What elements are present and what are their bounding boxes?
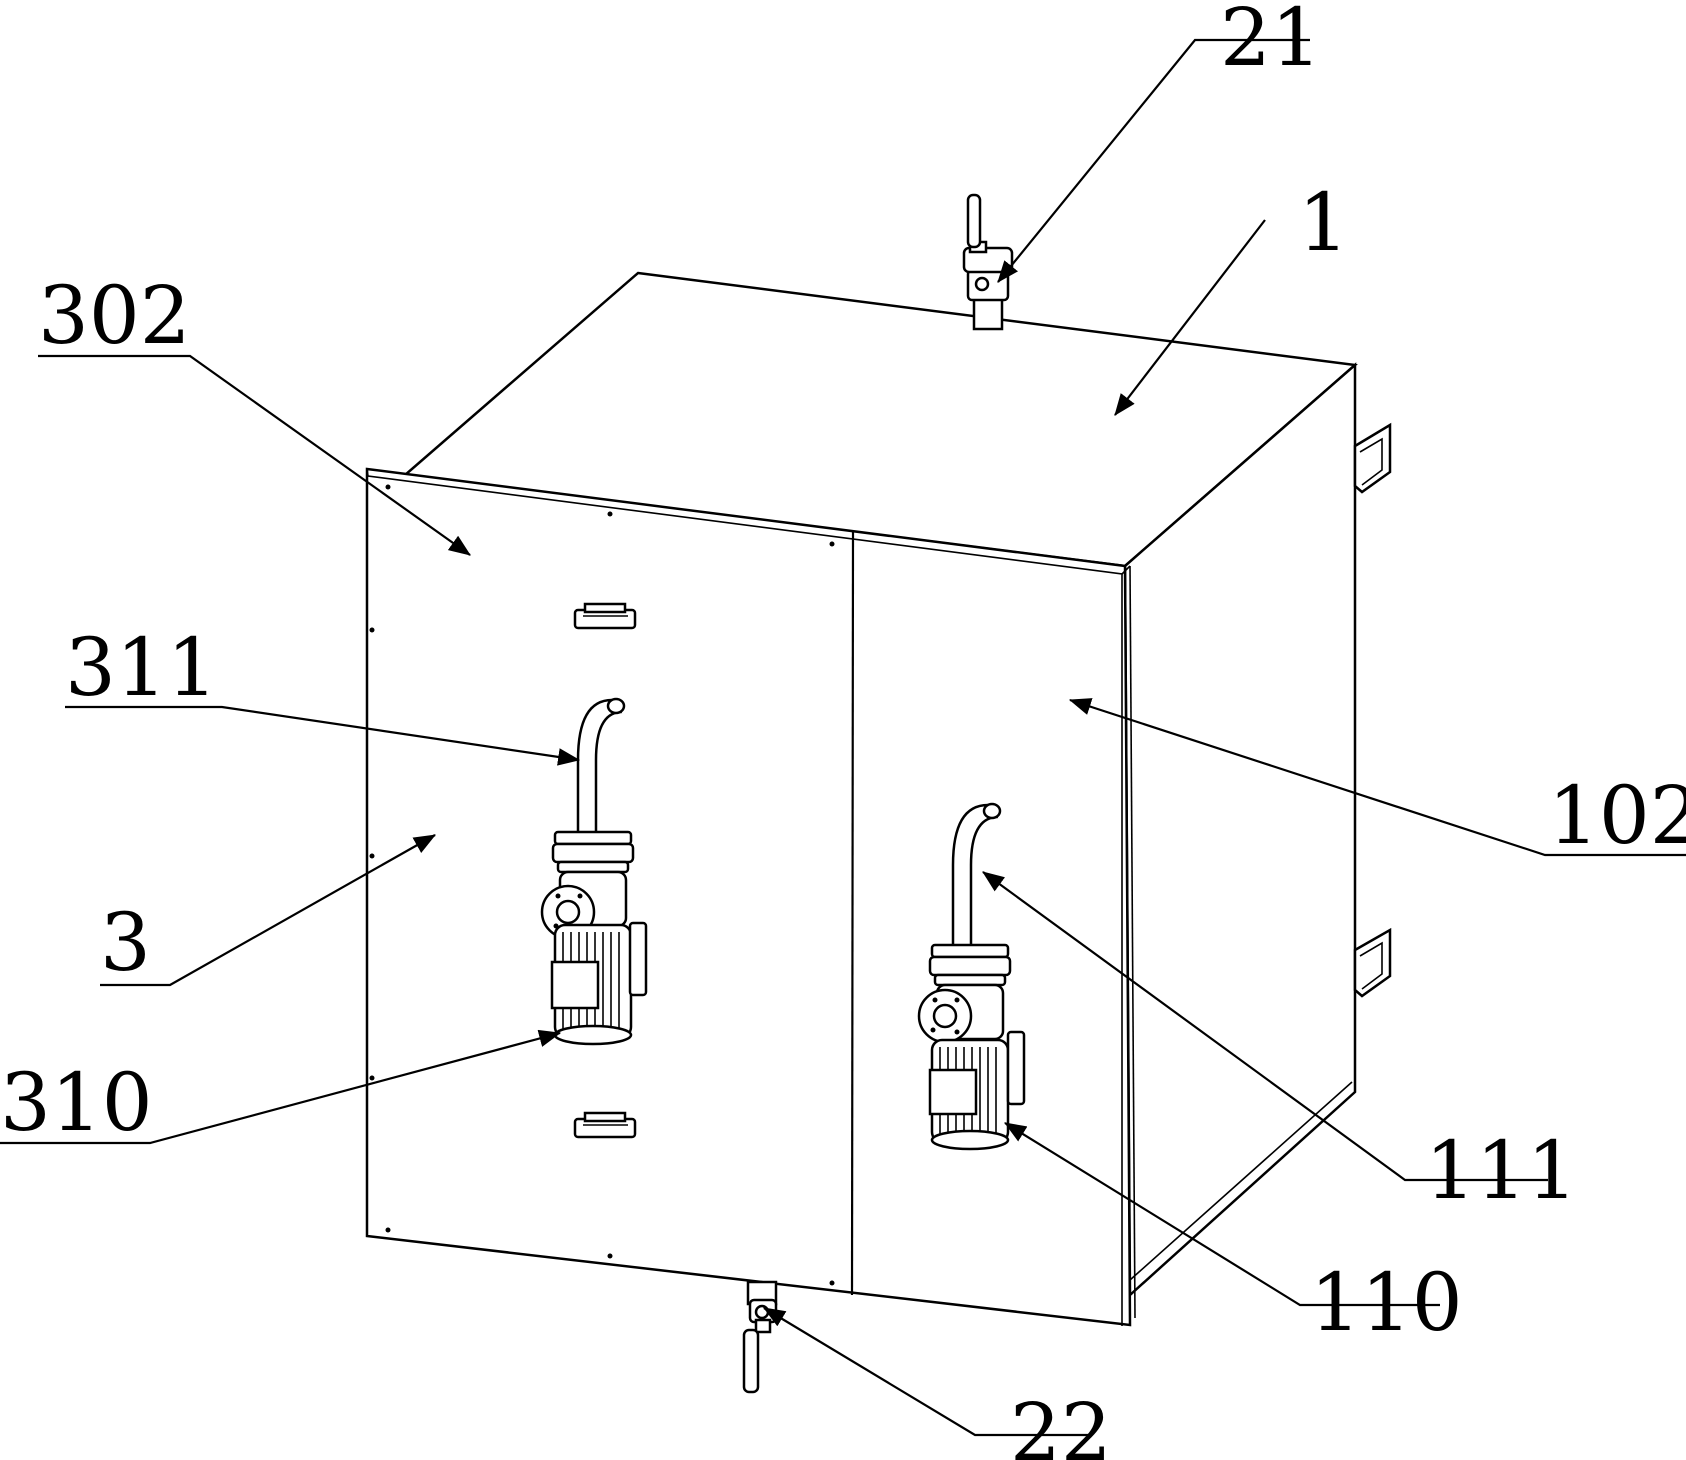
door-handle-upper [573,602,637,630]
label-3: 3 [100,896,151,989]
label-310: 310 [0,1056,153,1149]
top-ball-valve [962,193,1014,331]
label-22: 22 [1010,1386,1112,1460]
label-111: 111 [1425,1124,1578,1217]
cabinet-body [365,271,1358,1327]
bottom-ball-valve [742,1280,778,1394]
leader-lines [0,38,1686,1437]
label-311: 311 [65,621,218,714]
label-102: 102 [1548,769,1686,862]
label-21: 21 [1220,0,1322,84]
door-fastener-dots [369,484,835,1286]
side-bracket-upper [1353,422,1392,494]
label-1: 1 [1298,176,1349,269]
label-110: 110 [1310,1256,1463,1349]
door-divider [850,530,855,1296]
pump-assembly-right [917,802,1026,1151]
side-bracket-lower [1353,927,1392,998]
pump-assembly-left [540,697,648,1046]
door-handle-lower [573,1111,637,1139]
label-302: 302 [38,269,191,362]
